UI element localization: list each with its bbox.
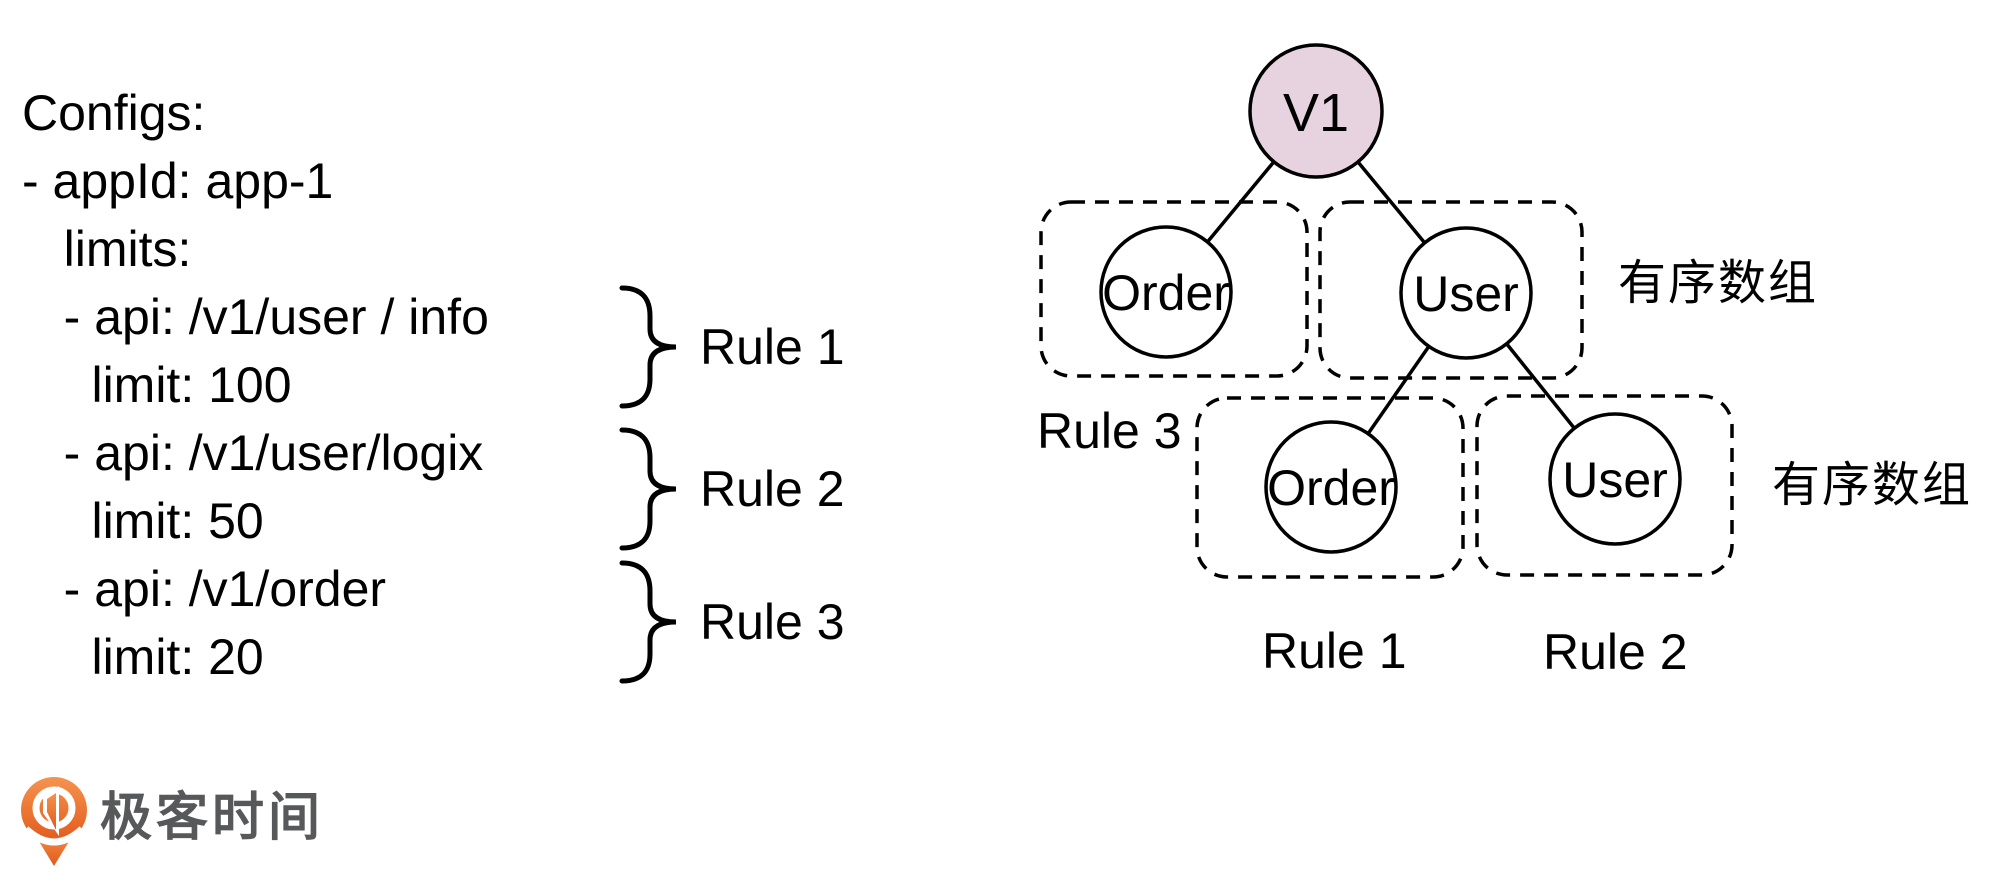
geektime-logo: 极客时间 <box>18 770 358 870</box>
config-line: - appId: app-1 <box>22 153 334 209</box>
tree-rule3-label: Rule 3 <box>1037 403 1182 459</box>
user-bottom-node-label: User <box>1562 452 1668 508</box>
group-box-user-top <box>1318 200 1584 380</box>
geektime-logo-text: 极客时间 <box>100 789 325 847</box>
group-box-order-top <box>1039 200 1309 378</box>
v1-node-circle <box>1248 43 1384 179</box>
user-top-node-circle <box>1399 226 1533 360</box>
tree-rule2-label: Rule 2 <box>1543 624 1688 680</box>
geektime-logo-icon <box>21 777 87 866</box>
rule3-brace <box>619 560 677 684</box>
group-box-rule1 <box>1195 396 1465 579</box>
group-box-rule2 <box>1475 394 1734 577</box>
rule3-brace-label: Rule 3 <box>700 594 845 650</box>
ordered-array-label-top: 有序数组 <box>1618 257 1819 310</box>
user-bottom-node-circle <box>1548 412 1682 546</box>
config-line: limit: 100 <box>22 357 292 413</box>
tree-edges <box>1164 109 1617 488</box>
v1-node-label: V1 <box>1282 83 1350 143</box>
config-line: limits: <box>22 221 192 277</box>
rule-group-boxes <box>1039 200 1734 579</box>
tree-rule1-label: Rule 1 <box>1262 623 1407 679</box>
order-bottom-node-label: Order <box>1267 460 1395 516</box>
user-top-node-label: User <box>1413 266 1519 322</box>
order-top-node-circle <box>1099 225 1233 359</box>
config-line: Configs: <box>22 85 206 141</box>
rule2-brace-label: Rule 2 <box>700 461 845 517</box>
rule1-brace-label: Rule 1 <box>700 319 845 375</box>
rule1-brace <box>619 285 677 409</box>
config-line: limit: 50 <box>22 493 264 549</box>
order-bottom-node-circle <box>1264 420 1398 554</box>
config-line: limit: 20 <box>22 629 264 685</box>
logo-pin-shape <box>21 777 87 866</box>
config-line: - api: /v1/order <box>22 561 387 617</box>
rule-braces <box>619 285 677 684</box>
rule2-brace <box>619 427 677 551</box>
config-line: - api: /v1/user/logix <box>22 425 484 481</box>
order-top-node-label: Order <box>1102 265 1230 321</box>
config-text-block: Configs: - appId: app-1 limits: - api: /… <box>22 79 489 691</box>
ordered-array-label-bottom: 有序数组 <box>1772 459 1973 512</box>
config-line: - api: /v1/user / info <box>22 289 489 345</box>
tree-nodes <box>1099 43 1682 554</box>
